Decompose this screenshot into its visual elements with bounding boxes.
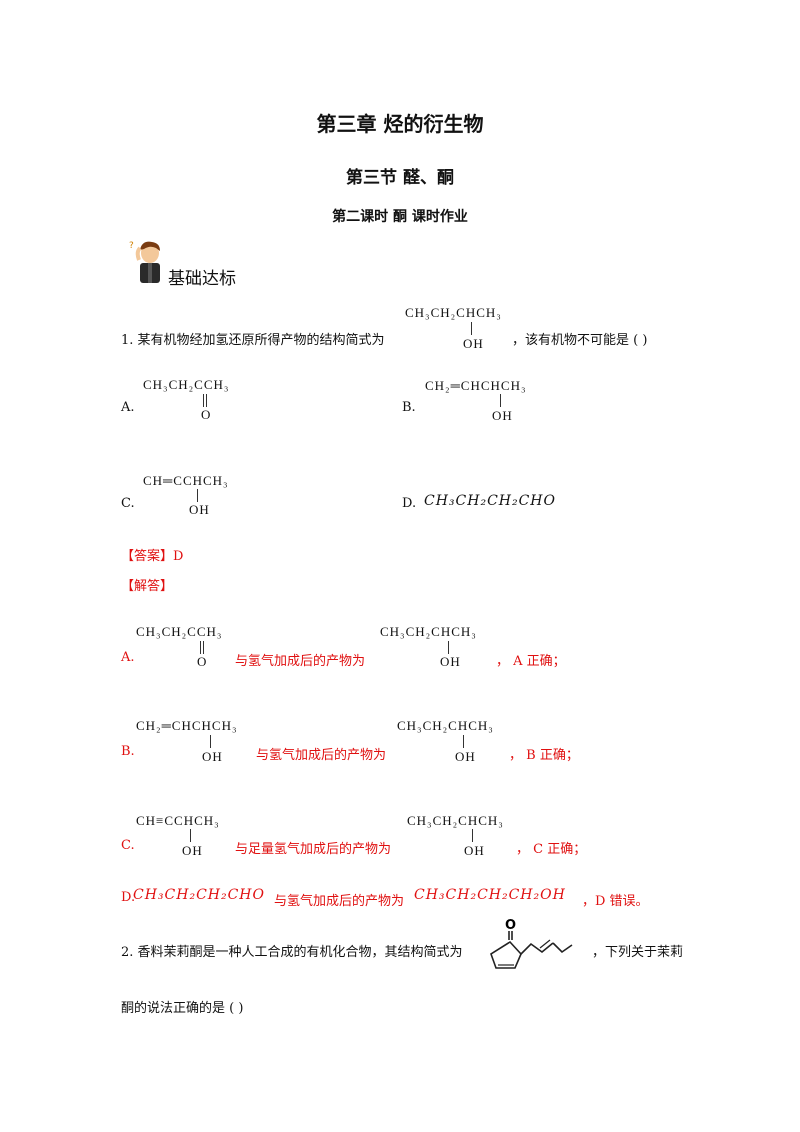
chapter-title: 第三章 烃的衍生物 (316, 112, 484, 136)
student-avatar-icon: ? (129, 241, 160, 283)
explain-d-end: ，D 错误。 (582, 894, 649, 909)
explain-c-reactant-oh: OH (182, 843, 203, 858)
q1-formula: CH₃CH₂CHCH₃ (405, 305, 502, 320)
explain-c-product: CH₃CH₂CHCH₃ (407, 813, 504, 828)
jasmone-structure-icon: O (490, 918, 573, 969)
explanation-label: 【解答】 (121, 579, 174, 594)
answer: 【答案】D (121, 549, 184, 564)
q1-text: 1. 某有机物经加氢还原所得产物的结构简式为 (121, 333, 385, 348)
option-c-oh: OH (189, 502, 210, 517)
structure-oxygen: O (505, 918, 516, 933)
explain-c-label: C. (121, 838, 135, 853)
explain-b-product-oh: OH (455, 749, 476, 764)
explain-b-reactant: CH₂═CHCHCH₃ (136, 718, 238, 733)
q2-text-line1: 2. 香料茉莉酮是一种人工合成的有机化合物，其结构简式为 (121, 945, 463, 960)
explain-a-product: CH₃CH₂CHCH₃ (380, 624, 477, 639)
explain-c-end: ， C 正确； (516, 842, 587, 857)
explain-d-label: D. (121, 890, 136, 905)
explain-b-label: B. (121, 744, 135, 759)
explain-a-end: ， A 正确； (496, 654, 566, 669)
explain-b-end: ， B 正确； (509, 748, 579, 763)
q2-text-line2: 酮的说法正确的是 ( ) (121, 1001, 244, 1016)
q1-text-after: ，该有机物不可能是 ( ) (512, 333, 648, 348)
explain-d-reactant: CH₃CH₂CH₂CHO (133, 887, 265, 903)
explain-a-reactant: CH₃CH₂CCH₃ (136, 624, 223, 639)
option-d-label: D. (402, 496, 417, 511)
section-title: 第三节 醛、酮 (346, 168, 454, 188)
explain-a-product-oh: OH (440, 654, 461, 669)
explain-a-label: A. (121, 650, 135, 665)
explain-b-product: CH₃CH₂CHCH₃ (397, 718, 494, 733)
option-a-formula: CH₃CH₂CCH₃ (143, 377, 230, 392)
explain-c-product-oh: OH (464, 843, 485, 858)
explain-a-reactant-o: O (197, 654, 208, 669)
option-c-label: C. (121, 496, 135, 511)
explain-b-reactant-oh: OH (202, 749, 223, 764)
lesson-title: 第二课时 酮 课时作业 (332, 209, 468, 225)
option-b-formula: CH₂═CHCHCH₃ (425, 378, 527, 393)
explain-c-reactant: CH≡CCHCH₃ (136, 813, 220, 828)
svg-text:?: ? (129, 241, 134, 251)
section-label: 基础达标 (168, 269, 236, 289)
option-c-formula: CH═CCHCH₃ (143, 473, 229, 488)
explain-c-mid: 与足量氢气加成后的产物为 (235, 842, 392, 857)
explain-b-mid: 与氢气加成后的产物为 (256, 748, 387, 763)
option-b-oh: OH (492, 408, 513, 423)
q1-formula-oh: OH (463, 336, 484, 351)
option-a-label: A. (121, 400, 135, 415)
q2-text-after: ，下列关于茉莉 (592, 945, 684, 960)
option-b-label: B. (402, 400, 416, 415)
option-d-formula: CH₃CH₂CH₂CHO (424, 493, 556, 509)
explain-d-mid: 与氢气加成后的产物为 (274, 894, 405, 909)
explain-d-product: CH₃CH₂CH₂CH₂OH (414, 887, 566, 903)
explain-a-mid: 与氢气加成后的产物为 (235, 654, 366, 669)
option-a-oxygen: O (201, 407, 212, 422)
